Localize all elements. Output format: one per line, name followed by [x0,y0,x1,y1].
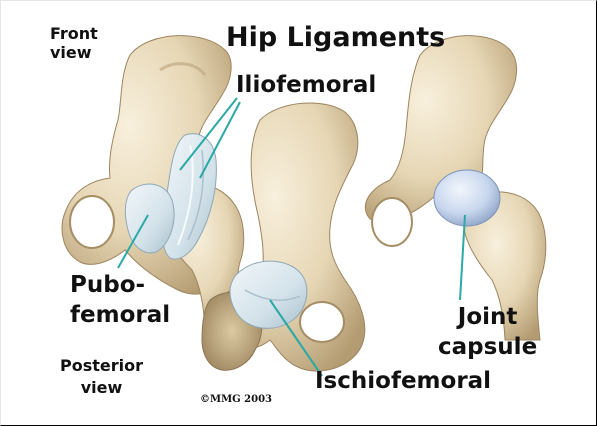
ischiofemoral-ligament [230,261,307,328]
posterior-view-label: Posterior view [60,355,143,399]
page-title: Hip Ligaments [226,24,445,51]
front-view-label: Front view [50,24,98,62]
obturator-foramen [70,196,114,248]
pubofemoral-label-line1: Pubo- [70,270,170,300]
pubofemoral-label: Pubo- femoral [70,270,170,330]
joint-capsule-label-line2: capsule [438,332,537,362]
joint-capsule [434,170,500,226]
joint-capsule-label: Joint capsule [438,302,537,362]
front-view-label-line2: view [50,43,98,62]
joint-capsule-label-line1: Joint [438,302,537,332]
pubofemoral-label-line2: femoral [70,300,170,330]
copyright-notice: ©MMG 2003 [200,395,272,405]
joint-capsule-leader [460,215,465,300]
ischiofemoral-label: Ischiofemoral [315,370,491,393]
right-obturator-foramen [372,198,412,246]
iliofemoral-label: Iliofemoral [236,74,376,97]
posterior-view-label-line2: view [60,377,143,399]
posterior-foramen [300,302,344,342]
posterior-view-label-line1: Posterior [60,355,143,377]
front-view-label-line1: Front [50,24,98,43]
